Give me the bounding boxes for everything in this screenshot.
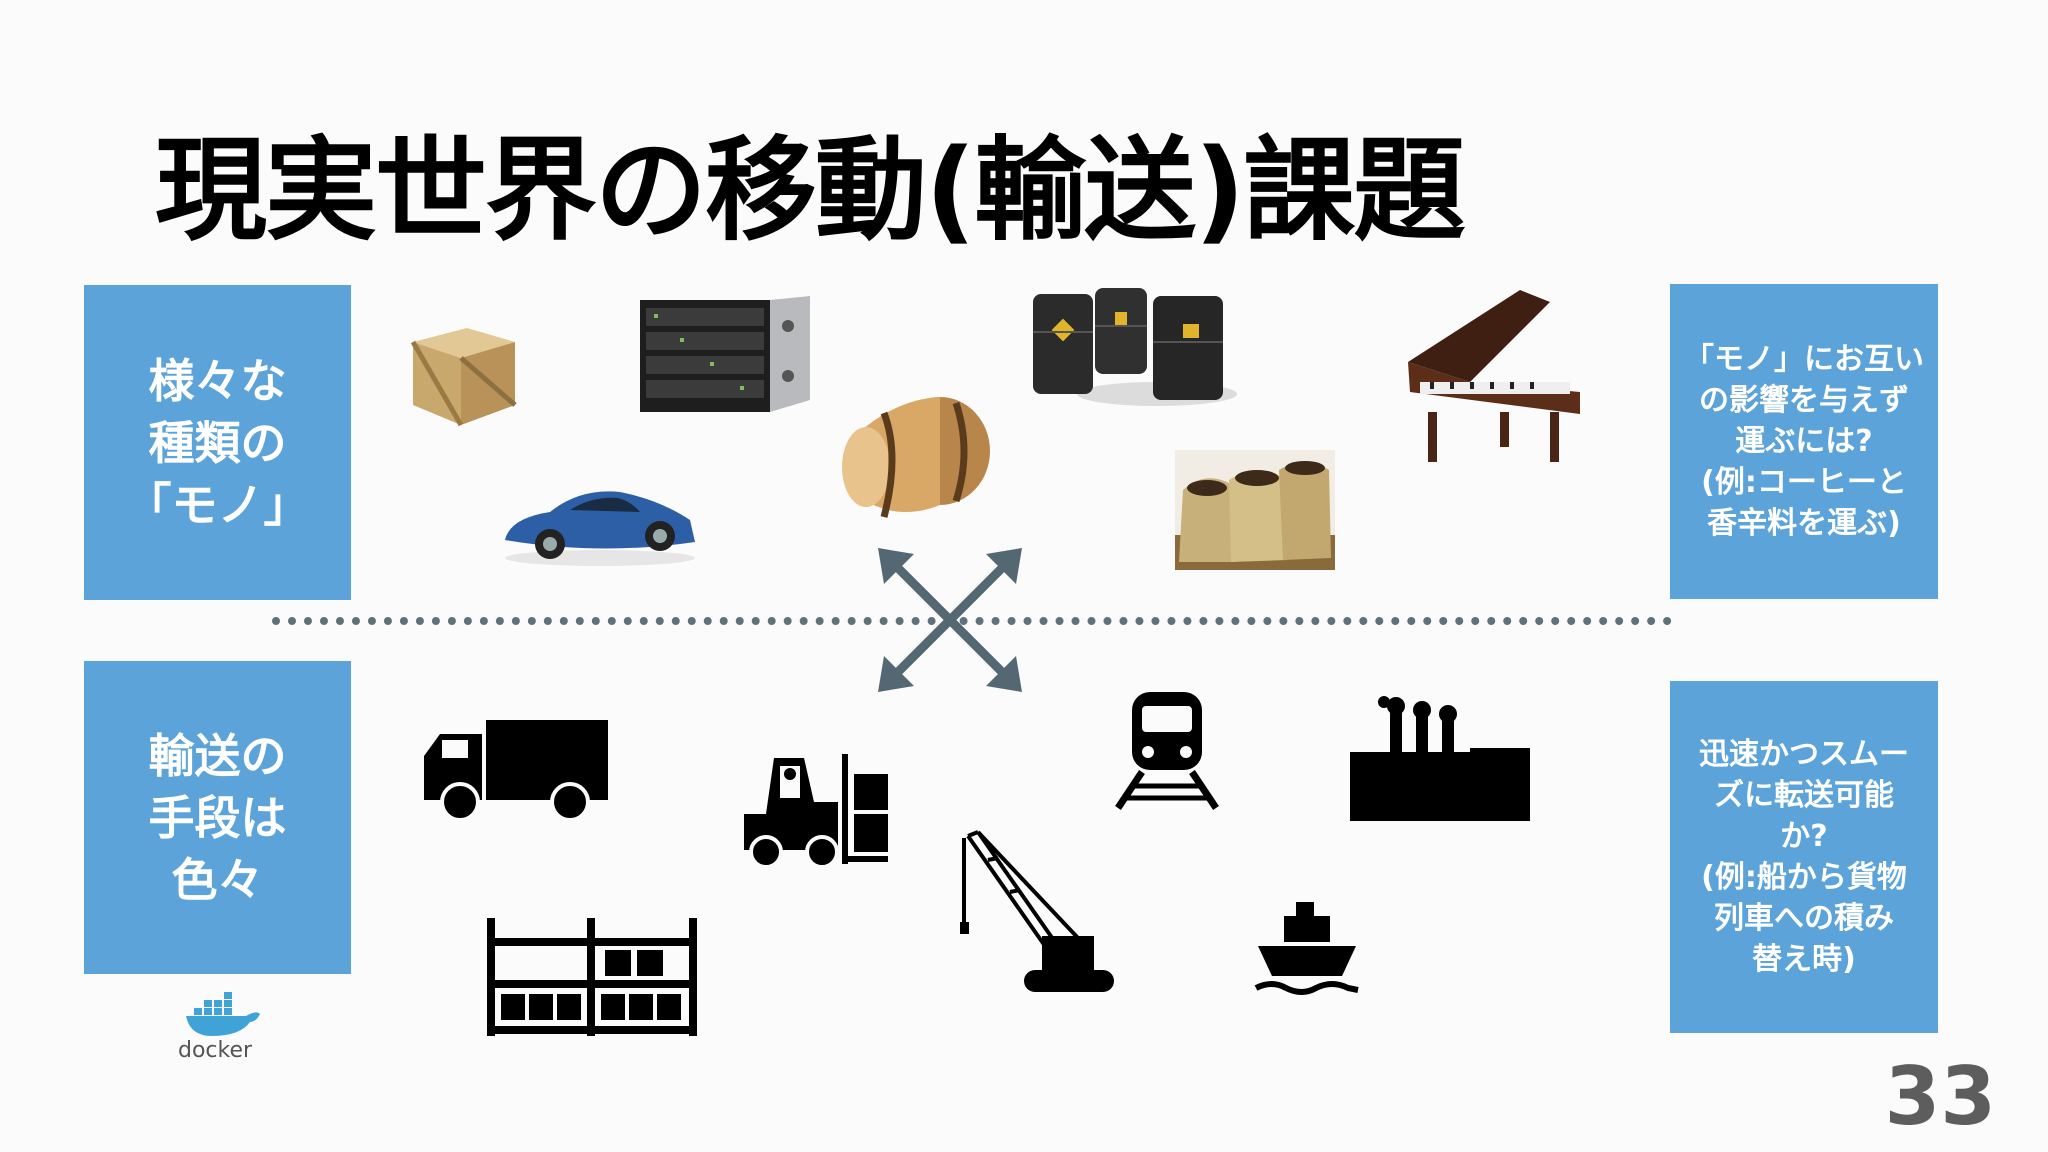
coffee-sacks-icon — [1175, 450, 1335, 570]
goods-variety-box: 様々な 種類の 「モノ」 — [84, 285, 351, 600]
ship-icon — [1254, 902, 1359, 995]
transport-means-box: 輸送の 手段は 色々 — [84, 661, 351, 974]
wooden-crate-icon — [410, 328, 517, 427]
shipping-containers-icon — [487, 918, 697, 1036]
transfer-question-box: 迅速かつスムー ズに転送可能 か? (例:船から貨物 列車への積み 替え時) — [1670, 681, 1938, 1033]
grand-piano-icon — [1408, 290, 1580, 462]
docker-logo-icon — [186, 992, 260, 1036]
oil-drums-icon — [1033, 288, 1237, 406]
crossed-arrows-icon — [878, 548, 1022, 692]
goods-variety-text: 様々な 種類の 「モノ」 — [125, 353, 310, 532]
docker-logo-text: docker — [178, 1038, 253, 1063]
factory-icon — [1350, 696, 1530, 821]
slide-title: 現実世界の移動(輸送)課題 — [155, 126, 1465, 256]
wine-barrel-icon — [842, 397, 990, 518]
server-rack-icon — [640, 296, 810, 412]
forklift-icon — [744, 754, 888, 869]
page-number: 33 — [1884, 1050, 1996, 1143]
sports-car-icon — [505, 491, 695, 566]
train-icon — [1115, 692, 1219, 810]
transfer-question-text: 迅速かつスムー ズに転送可能 か? (例:船から貨物 列車への積み 替え時) — [1699, 737, 1909, 977]
transport-means-text: 輸送の 手段は 色々 — [148, 728, 287, 907]
truck-icon — [424, 720, 608, 822]
isolation-question-box: 「モノ」にお互い の影響を与えず 運ぶには? (例:コーヒーと 香辛料を運ぶ) — [1670, 284, 1938, 599]
dotted-divider — [272, 617, 1672, 625]
isolation-question-text: 「モノ」にお互い の影響を与えず 運ぶには? (例:コーヒーと 香辛料を運ぶ) — [1684, 342, 1924, 541]
crane-icon — [960, 830, 1114, 992]
